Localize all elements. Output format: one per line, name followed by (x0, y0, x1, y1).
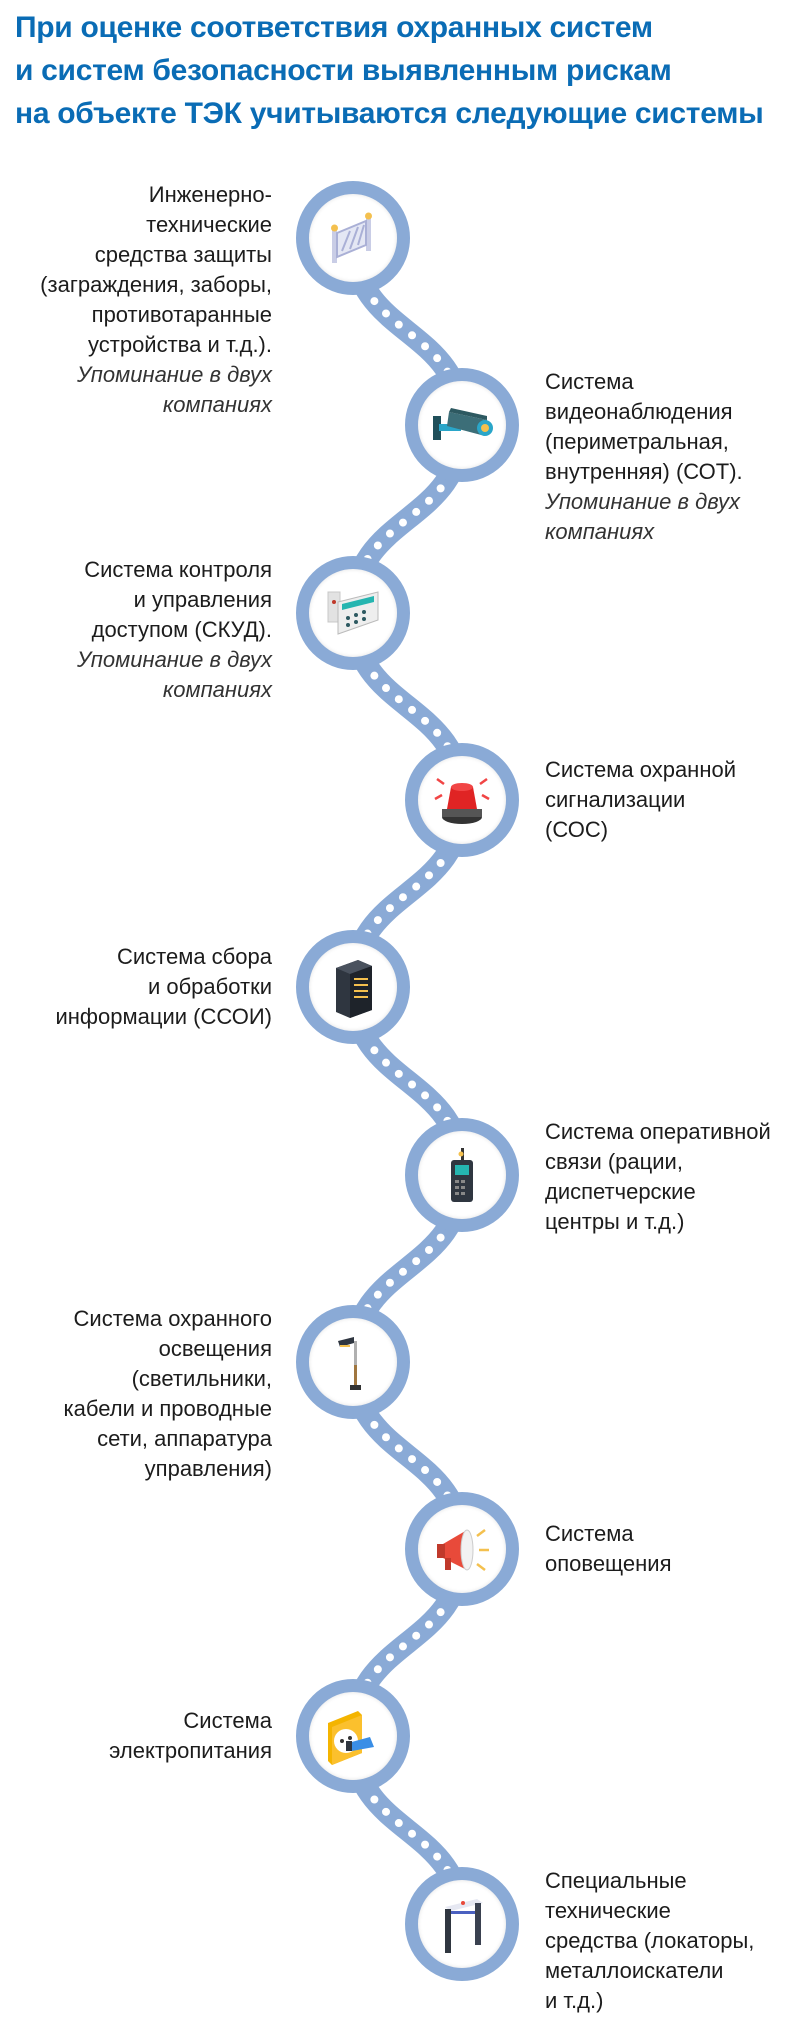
item-description: Инженерно- технические средства защиты (… (7, 180, 272, 420)
item-circle (296, 181, 410, 295)
item-label: Инженерно- технические средства защиты (… (40, 182, 272, 357)
item-label: Система охранной сигнализации (СОС) (545, 756, 736, 842)
fence-barrier-icon (331, 212, 372, 263)
item-label: Специальные технические средства (локато… (545, 1867, 755, 2013)
item-description: Система контроля и управления доступом (… (7, 555, 272, 705)
item-note: Упоминание в двух компаниях (76, 362, 272, 417)
item-description: Система охранного освещения (светильники… (7, 1304, 272, 1484)
item-description: Система оповещения (545, 1519, 800, 1579)
item-circle (405, 368, 519, 483)
item-circle (405, 1492, 519, 1607)
item-description: Система оперативной связи (рации, диспет… (545, 1117, 800, 1237)
item-note: Упоминание в двух компаниях (545, 489, 741, 545)
item-description: Система сбора и обработки информации (СС… (7, 942, 272, 1032)
item-circle (405, 1117, 519, 1232)
item-description: Система электропитания (7, 1706, 272, 1766)
item-label: Система электропитания (109, 1708, 272, 1764)
item-label: Система контроля и управления доступом (… (84, 556, 272, 642)
page-title: При оценке соответствия охранных систем … (15, 11, 764, 130)
item-label: Система сбора и обработки информации (СС… (55, 944, 272, 1030)
item-label: Система оперативной связи (рации, диспет… (545, 1118, 771, 1234)
radio-handset-icon (451, 1147, 473, 1202)
power-socket-icon (328, 1711, 374, 1766)
item-description: Система охранной сигнализации (СОС) (545, 755, 800, 845)
item-description: Специальные технические средства (локато… (545, 1866, 800, 2016)
item-circle (405, 742, 519, 857)
item-description: Система видеонаблюдения (периметральная,… (545, 367, 800, 547)
access-keypad-icon (327, 590, 379, 635)
item-circle (296, 555, 410, 670)
server-rack-icon (336, 960, 372, 1019)
item-circle (296, 1304, 410, 1419)
metal-detector-icon (445, 1898, 483, 1953)
item-note: Упоминание в двух компаниях (76, 646, 272, 702)
item-circle (296, 930, 410, 1045)
item-circle (296, 1679, 410, 1794)
cctv-camera-icon (433, 408, 493, 441)
item-circle (405, 1866, 519, 1981)
megaphone-icon (437, 1529, 489, 1572)
item-label: Система оповещения (545, 1521, 672, 1577)
item-label: Система охранного освещения (светильники… (63, 1305, 272, 1481)
item-label: Система видеонаблюдения (периметральная,… (545, 369, 743, 485)
street-lamp-icon (338, 1336, 361, 1390)
alarm-siren-icon (434, 777, 490, 824)
